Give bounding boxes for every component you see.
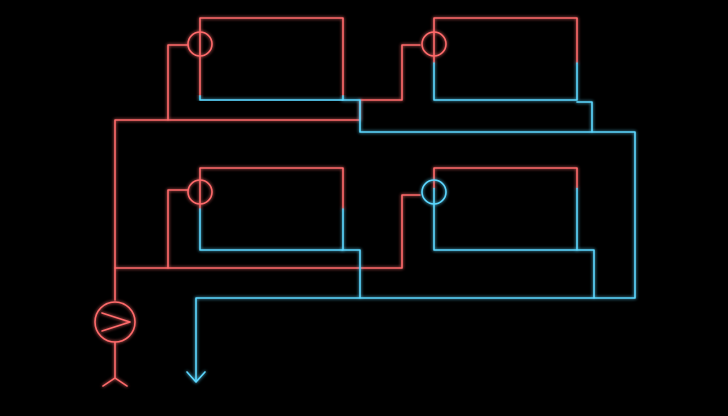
circulation-pump-icon [94,301,136,387]
radiator-cold-outline [199,208,344,251]
cold-top-right-return [576,101,593,133]
radiator-hot-outline [199,167,344,210]
hot-main-riser [114,44,421,301]
radiator-bottom-left [187,167,344,251]
thermostatic-valve-icon [421,31,447,57]
radiators-group [187,17,578,251]
radiator-hot-outline [433,17,578,64]
radiator-hot-outline [433,167,578,190]
hot-bottom-left-feed [167,189,189,269]
radiator-bottom-right [421,167,578,251]
hot-top-left-feed [167,44,189,121]
hot-lower-branch [114,194,421,269]
radiator-cold-outline [199,95,344,101]
cold-return-piping [186,99,636,383]
cold-bottom-right-return [576,249,595,299]
radiator-top-left [187,17,344,101]
radiator-cold-outline [433,187,578,251]
thermostatic-valve-icon [421,179,447,205]
thermostatic-valve-icon [187,179,213,205]
hot-supply-piping [114,44,421,301]
radiator-hot-outline [199,17,344,97]
supply-inlet-icon [102,341,128,387]
thermostatic-valve-icon [187,31,213,57]
radiator-top-right [421,17,578,101]
cold-return-top [195,99,636,381]
cold-bottom-left-return [341,249,361,299]
return-outlet-arrow-icon [186,371,206,383]
radiator-cold-outline [433,62,578,101]
